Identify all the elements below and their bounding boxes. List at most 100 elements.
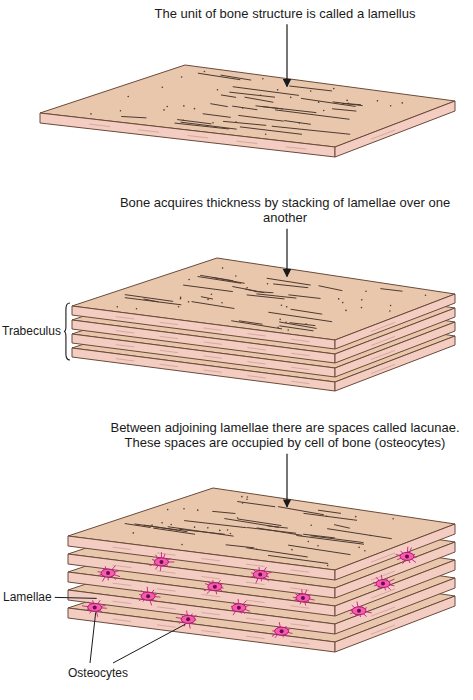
surface-dot: [120, 110, 122, 112]
side-hatch: [202, 595, 221, 597]
side-hatch: [371, 322, 395, 331]
cell-nucleus: [357, 609, 361, 613]
cell-nucleus: [237, 606, 241, 610]
osteocyte: [251, 567, 272, 583]
surface-line: [268, 555, 328, 563]
part-label: Osteocytes: [68, 666, 128, 680]
surface-line: [203, 114, 231, 118]
cell-body: [141, 592, 155, 600]
side-hatch: [160, 350, 178, 352]
surface-dot: [370, 535, 372, 537]
side-hatch: [291, 367, 309, 369]
surface-dot: [194, 526, 196, 528]
side-hatch: [371, 571, 395, 580]
surface-dot: [342, 302, 344, 304]
osteocyte: [82, 600, 107, 617]
osteocyte: [150, 552, 175, 571]
surface-line: [301, 98, 356, 106]
surface-line: [288, 545, 350, 555]
side-hatch: [286, 147, 307, 149]
surface-line: [198, 276, 242, 283]
part-label: Lamellae: [3, 590, 52, 604]
surface-line: [245, 97, 274, 102]
osteocyte: [396, 547, 417, 564]
surface-dot: [347, 102, 349, 104]
side-hatch: [204, 328, 222, 330]
surface-dot: [279, 319, 281, 321]
surface-dot: [390, 105, 392, 107]
surface-line: [256, 294, 296, 298]
side-hatch: [291, 642, 310, 644]
cell-body: [296, 594, 310, 602]
surface-dot: [242, 502, 244, 504]
surface-dot: [181, 76, 183, 78]
surface-dot: [247, 496, 249, 498]
surface-dot: [163, 109, 165, 111]
side-hatch: [157, 607, 176, 609]
side-hatch: [89, 124, 110, 126]
surface-dot: [308, 541, 310, 543]
surface-line: [184, 521, 247, 528]
surface-dot: [235, 275, 237, 277]
surface-dot: [180, 296, 182, 298]
surface-line: [272, 126, 350, 134]
side-hatch: [371, 553, 395, 562]
surface-line: [175, 123, 230, 129]
side-hatch: [246, 636, 265, 638]
surface-line: [200, 275, 233, 280]
surface-dot: [222, 267, 224, 269]
surface-dot: [364, 550, 366, 552]
cell-body: [88, 603, 102, 611]
surface-dot: [317, 545, 319, 547]
surface-line: [210, 104, 227, 107]
surface-dot: [377, 100, 379, 102]
surface-dot: [326, 515, 328, 517]
surface-dot: [286, 306, 288, 308]
surface-dot: [338, 298, 340, 300]
pointer-arrow: [286, 229, 287, 277]
surface-dot: [194, 108, 196, 110]
leader-line: [113, 624, 185, 663]
surface-dot: [346, 100, 348, 102]
cell-nucleus: [93, 605, 97, 609]
side-hatch: [116, 317, 134, 319]
surface-line: [231, 321, 282, 329]
surface-line: [296, 535, 364, 544]
surface-dot: [188, 301, 190, 303]
surface-line: [183, 285, 233, 292]
surface-dot: [285, 321, 287, 323]
surface-line: [291, 309, 323, 314]
surface-dot: [246, 498, 248, 500]
cell-body: [101, 569, 115, 577]
side-hatch: [202, 631, 221, 633]
cell-body: [352, 607, 366, 615]
side-hatch: [116, 359, 134, 361]
cell-nucleus: [186, 617, 190, 621]
surface-line: [221, 95, 236, 97]
side-hatch: [371, 350, 395, 359]
side-hatch: [160, 336, 178, 338]
surface-line: [240, 127, 302, 134]
surface-dot: [132, 532, 134, 534]
surface-line: [327, 529, 392, 539]
side-hatch: [157, 553, 176, 555]
surface-line: [121, 116, 146, 117]
side-hatch: [188, 136, 209, 138]
surface-dot: [207, 299, 209, 301]
bracket: [64, 303, 70, 360]
side-hatch: [291, 570, 310, 572]
cell-nucleus: [146, 594, 150, 598]
side-hatch: [157, 625, 176, 627]
surface-line: [212, 511, 235, 513]
surface-line: [279, 326, 313, 331]
surface-dot: [242, 107, 244, 109]
surface-dot: [327, 565, 329, 567]
surface-line: [319, 286, 343, 291]
surface-line: [239, 321, 263, 324]
cell-body: [400, 552, 414, 560]
cell-nucleus: [106, 571, 110, 575]
side-hatch: [371, 364, 395, 373]
surface-dot: [221, 302, 223, 304]
cell-nucleus: [301, 596, 305, 600]
